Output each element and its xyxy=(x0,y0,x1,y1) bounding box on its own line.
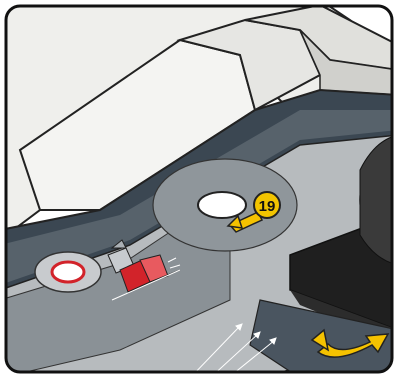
right-push-button-icon xyxy=(198,192,246,218)
emergency-stop-button-icon xyxy=(52,262,84,282)
callout-19: 19 xyxy=(254,192,280,218)
callout-number: 19 xyxy=(259,198,276,215)
